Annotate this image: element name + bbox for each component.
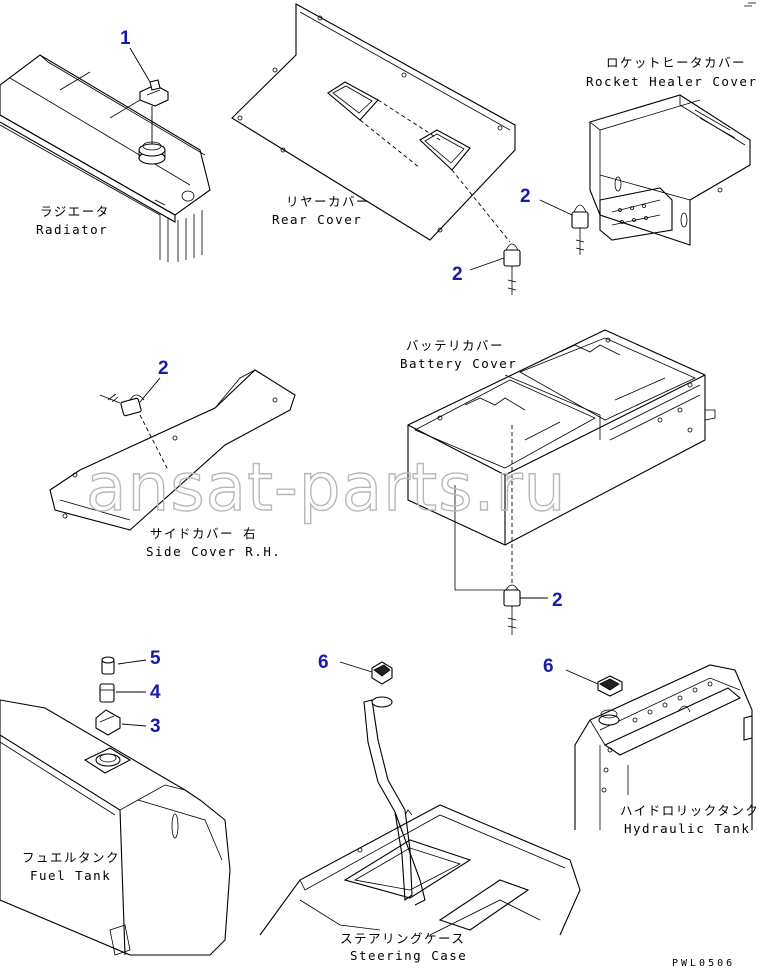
rocket-heater-lock-part [571, 204, 589, 255]
callout-2-battery: 2 [552, 590, 563, 611]
rear-cover-drawing [231, 3, 516, 241]
fuel-tank-label-en: Fuel Tank [30, 868, 111, 883]
leader-1 [129, 47, 151, 83]
watermark: ansat-parts.ru [86, 449, 566, 526]
callout-1: 1 [120, 28, 131, 49]
battery-cover-lock-part [503, 584, 521, 635]
side-cover-label-en: Side Cover R.H. [146, 544, 281, 559]
radiator-label-jp: ラジエータ [40, 204, 110, 219]
fuel-tank-label-jp: フュエルタンク [22, 850, 120, 865]
side-cover-dash [139, 414, 169, 471]
callout-2-rocket: 2 [520, 186, 531, 207]
battery-cover-label-jp: バッテリカバー [406, 338, 504, 353]
leader-6-steering [339, 661, 373, 673]
leader-6-hydraulic [565, 669, 599, 685]
hydraulic-tank-drawing [574, 664, 753, 830]
battery-cover-bracket [454, 485, 510, 591]
rear-cover-label-jp: リヤーカバー [286, 194, 370, 209]
callout-6-hydraulic: 6 [543, 656, 554, 677]
leader-2-side [139, 377, 161, 403]
side-cover-label-jp: サイドカバー 右 [150, 526, 257, 541]
leader-5 [117, 659, 147, 665]
callout-2-side: 2 [158, 358, 169, 379]
radiator-cap-part [139, 79, 169, 107]
leader-2-rear [469, 257, 505, 271]
hydraulic-cap-part [597, 675, 623, 697]
rocket-heater-label-jp: ロケットヒータカバー [606, 55, 746, 70]
hydraulic-tank-label-jp: ハイドロリックタンク [620, 803, 759, 818]
callout-4: 4 [150, 682, 161, 703]
steering-case-label-jp: ステアリングケース [340, 931, 465, 946]
callout-5: 5 [150, 648, 161, 669]
callout-3: 3 [150, 716, 161, 737]
rear-cover-dash-2 [451, 169, 511, 243]
steering-cap-part [371, 661, 393, 685]
rear-cover-lock-part [503, 243, 521, 295]
corner-mark [744, 2, 756, 7]
rocket-heater-drawing [589, 94, 751, 246]
steering-case-drawing [259, 696, 581, 936]
battery-cover-label-en: Battery Cover [400, 356, 517, 371]
hydraulic-tank-label-en: Hydraulic Tank [624, 821, 750, 836]
side-cover-lock-part [99, 393, 145, 417]
leader-3 [121, 723, 147, 727]
battery-cover-drawing [407, 329, 716, 546]
drawing-code: PWL0506 [672, 958, 735, 969]
fuel-tank-drawing [0, 699, 231, 956]
radiator-drawing [0, 54, 211, 262]
rear-cover-dash [359, 99, 441, 169]
fuel-extension-part [99, 683, 115, 703]
callout-6-steering: 6 [318, 652, 329, 673]
rocket-heater-label-en: Rocket Healer Cover [586, 74, 758, 89]
callout-2-rear: 2 [452, 264, 463, 285]
fuel-cap-part [95, 709, 121, 736]
steering-case-label-en: Steering Case [350, 948, 467, 963]
fuel-plug-part [101, 656, 115, 675]
rear-cover-label-en: Rear Cover [272, 212, 362, 227]
leader-2-rocket [539, 199, 573, 216]
radiator-label-en: Radiator [36, 222, 108, 237]
side-cover-drawing [49, 369, 296, 531]
